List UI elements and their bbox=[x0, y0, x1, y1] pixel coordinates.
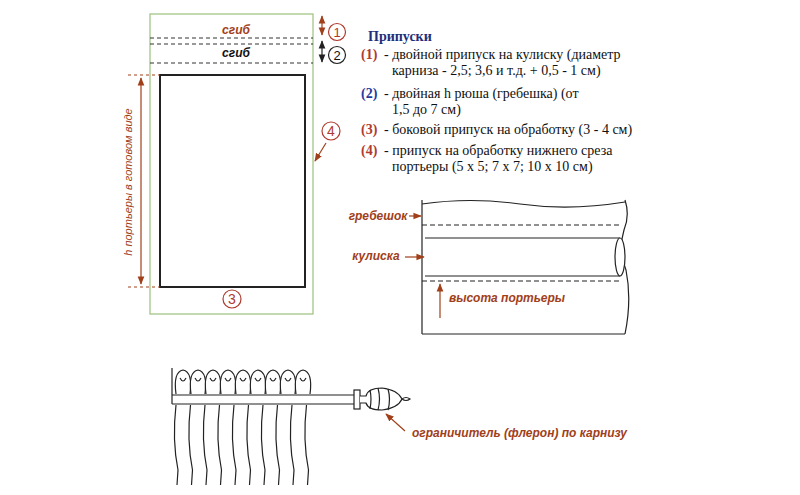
allowance-note: - двойной припуск на кулиску (диаметр ка… bbox=[384, 47, 658, 79]
allowance-note: - припуск на обработку нижнего среза пор… bbox=[384, 143, 654, 175]
part-label: сгиб bbox=[222, 47, 250, 59]
part-label: сгиб bbox=[222, 24, 250, 36]
rod-pocket-detail bbox=[405, 200, 629, 334]
callout-number: 3 bbox=[228, 292, 236, 306]
callout-number: 2 bbox=[333, 49, 340, 62]
item-marker: (4) bbox=[361, 143, 377, 159]
callout-number: 4 bbox=[327, 124, 335, 138]
part-label: гребешок bbox=[349, 210, 408, 222]
item-marker: (3) bbox=[361, 122, 377, 138]
dimension-label: h портьеры в готовом виде bbox=[123, 108, 134, 255]
allowance-note: - боковой припуск на обработку (3 - 4 см… bbox=[384, 122, 692, 138]
list-heading: Припуски bbox=[368, 29, 432, 45]
curtain-on-rod bbox=[172, 368, 410, 485]
part-label: кулиска bbox=[352, 250, 399, 262]
callout-number: 1 bbox=[333, 26, 340, 39]
curtain-pattern bbox=[128, 14, 346, 314]
allowance-note: - двойная h рюша (гребешка) (от 1,5 до 7… bbox=[384, 86, 597, 118]
part-label: ограничитель (флерон) по карнизу bbox=[412, 426, 627, 440]
part-label: высота портьеры bbox=[449, 292, 565, 304]
item-marker: (2) bbox=[361, 86, 377, 102]
item-marker: (1) bbox=[361, 47, 377, 63]
